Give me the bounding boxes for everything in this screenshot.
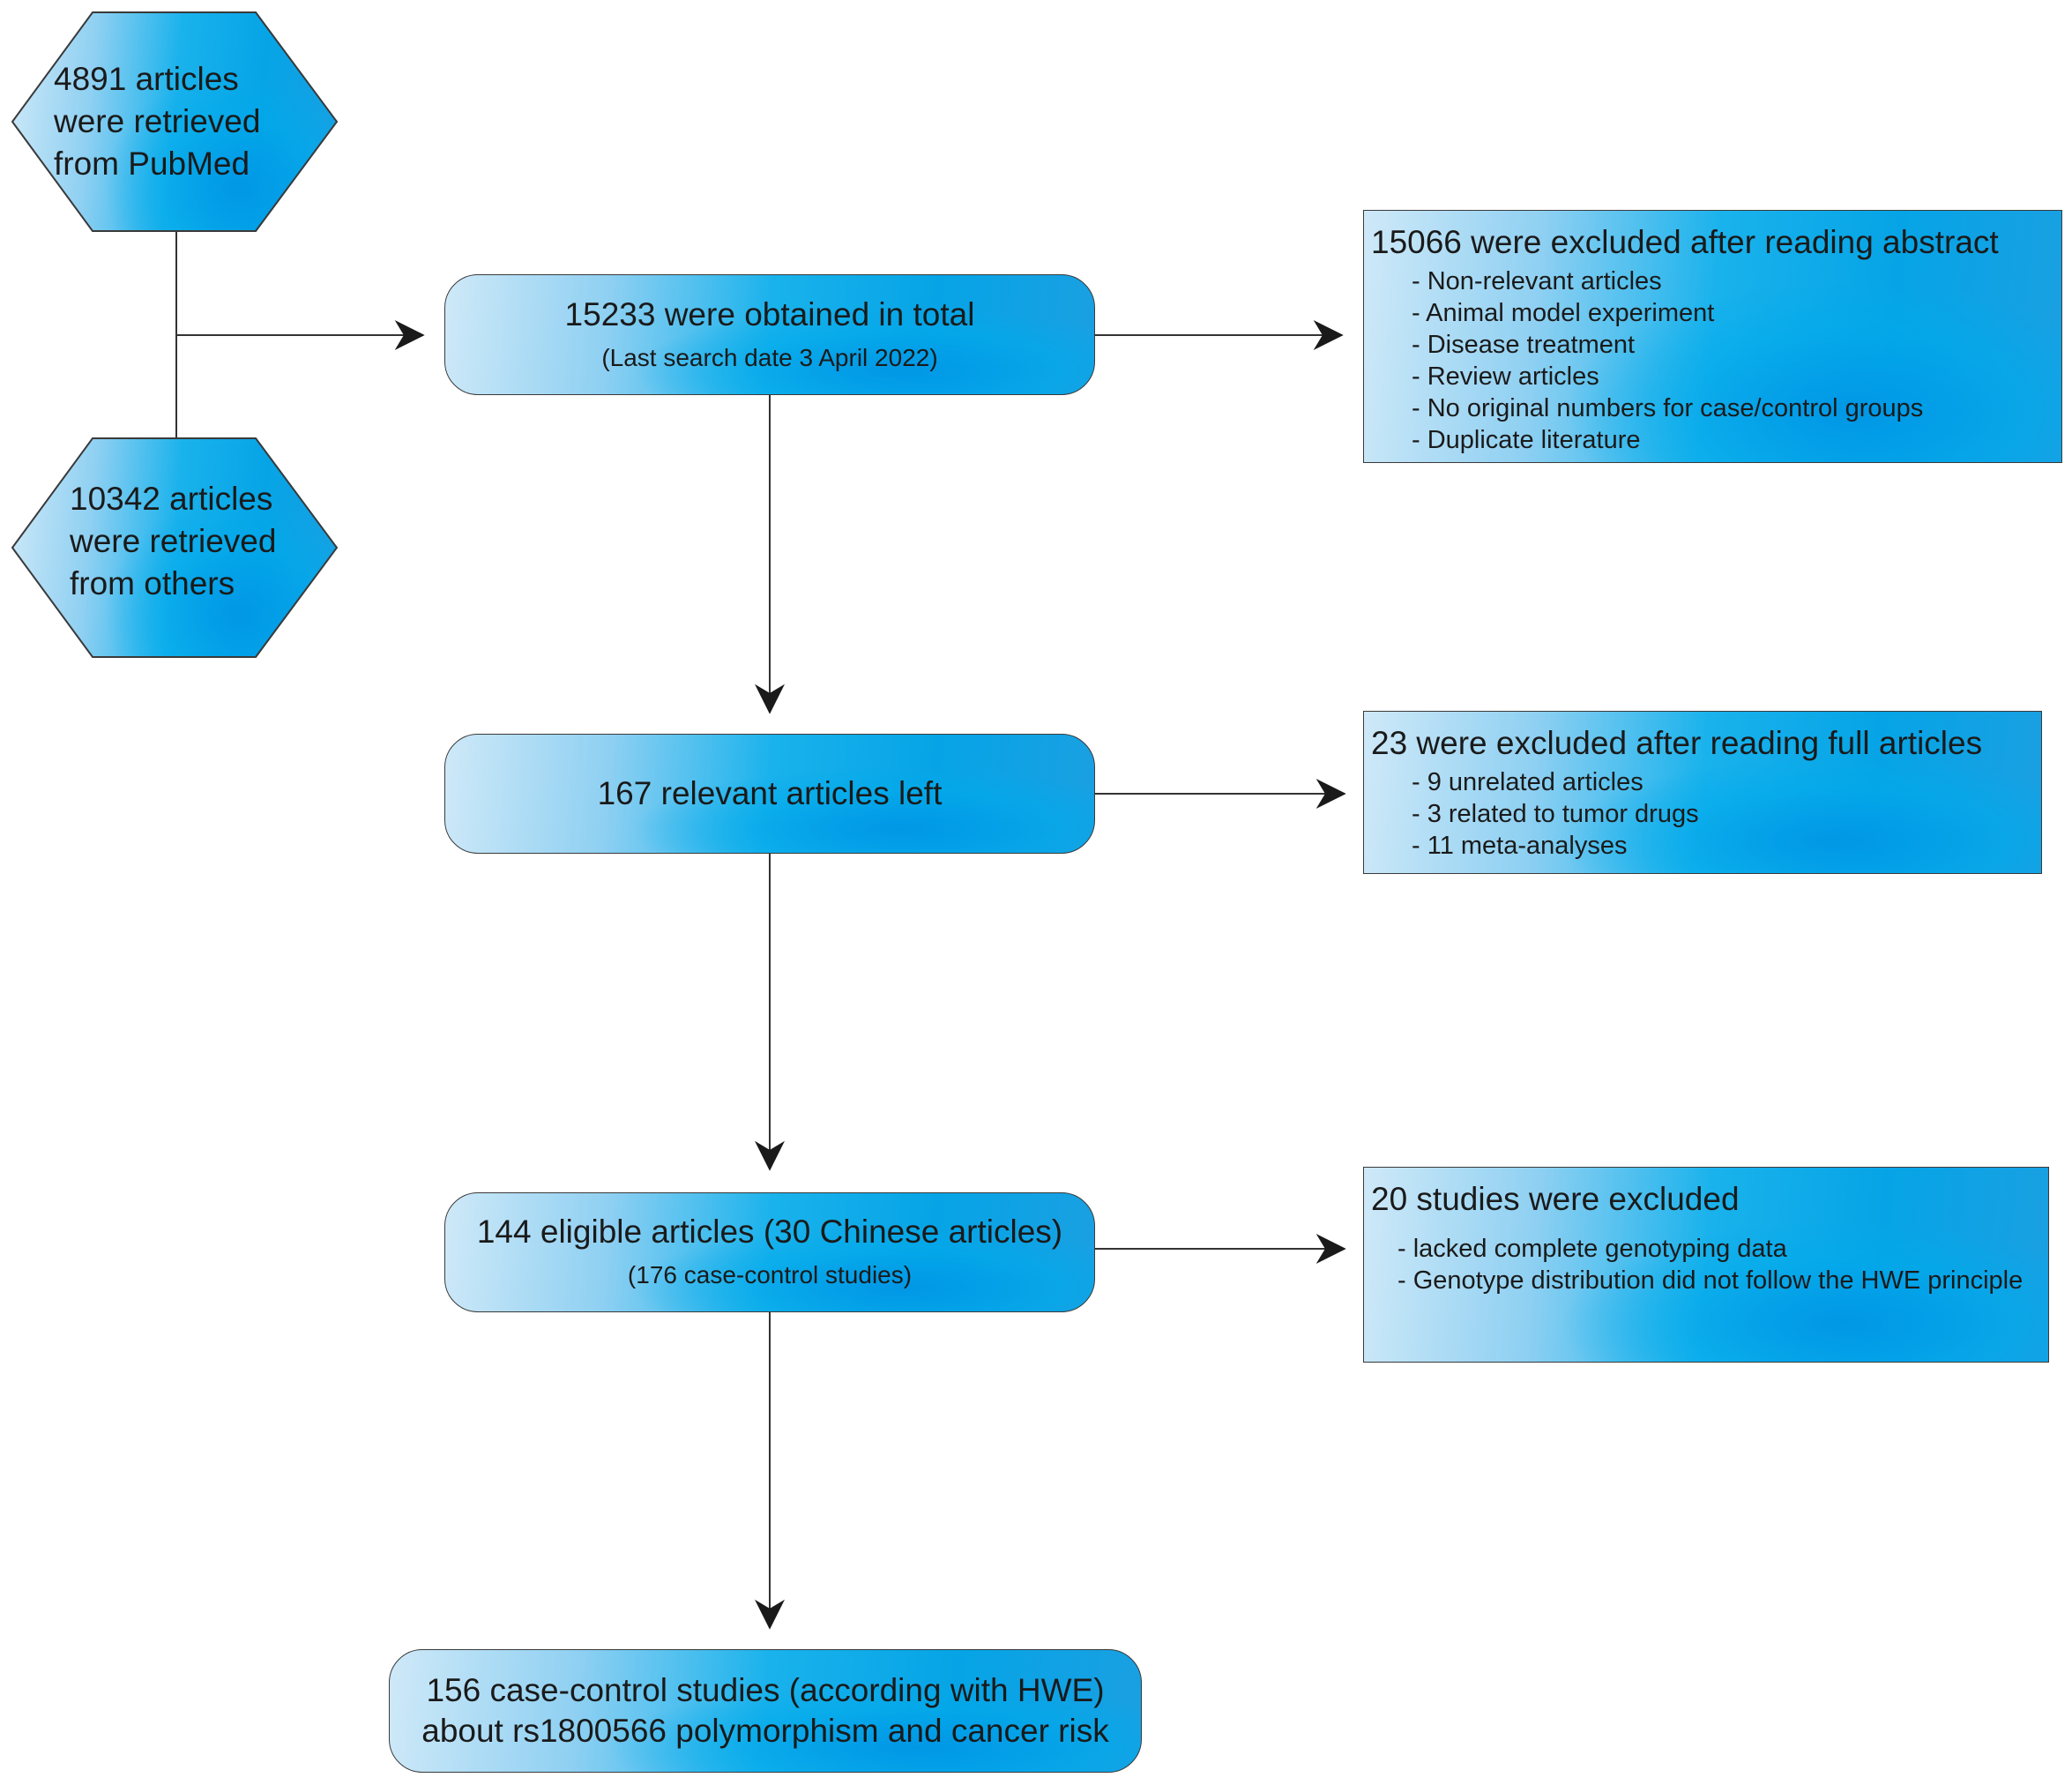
source-pubmed-outline [11,11,338,232]
flow-relevant-box: 167 relevant articles left [444,734,1095,854]
source-pubmed-line-2: were retrieved [54,103,261,139]
list-item: - Animal model experiment [1412,299,1715,327]
exclusion-fulltext-title: 23 were excluded after reading full arti… [1371,725,1983,761]
flow-total-main: 15233 were obtained in total [564,295,975,332]
source-others-line-2: were retrieved [70,523,277,559]
exclusion-abstract-title: 15066 were excluded after reading abstra… [1371,224,1999,260]
list-item: - Review articles [1412,362,1599,391]
exclusion-hwe-box: 20 studies were excluded - lacked comple… [1363,1167,2049,1363]
flow-final-line-2: about rs1800566 polymorphism and cancer … [421,1713,1109,1749]
flow-eligible-sub: (176 case-control studies) [627,1261,913,1288]
source-pubmed-line-1: 4891 articles [54,61,239,97]
list-item: - 3 related to tumor drugs [1412,800,1699,828]
exclusion-abstract-list: - Non-relevant articles - Animal model e… [1371,265,2061,456]
flow-final-line-1: 156 case-control studies (according with… [426,1672,1105,1708]
list-item: - Non-relevant articles [1412,267,1662,295]
list-item: - lacked complete genotyping data [1397,1235,1787,1263]
flow-eligible-main: 144 eligible articles (30 Chinese articl… [476,1214,1063,1250]
list-item: - 9 unrelated articles [1412,768,1643,796]
exclusion-hwe-list: - lacked complete genotyping data - Geno… [1371,1233,2048,1296]
source-others-line-3: from others [70,565,235,601]
source-pubmed-line-3: from PubMed [54,146,250,182]
list-item: - 11 meta-analyses [1412,832,1628,860]
flow-eligible-box: 144 eligible articles (30 Chinese articl… [444,1192,1095,1312]
flow-final-box: 156 case-control studies (according with… [389,1649,1142,1773]
exclusion-hwe-title: 20 studies were excluded [1371,1181,1740,1217]
list-item: - Genotype distribution did not follow t… [1397,1266,2024,1295]
flow-total-sub: (Last search date 3 April 2022) [601,343,938,371]
exclusion-fulltext-list: - 9 unrelated articles - 3 related to tu… [1371,766,2041,862]
source-others-line-1: 10342 articles [70,481,273,517]
source-others-text: 10342 articles were retrieved from other… [70,478,276,605]
source-pubmed-text: 4891 articles were retrieved from PubMed [54,58,260,185]
list-item: - Duplicate literature [1412,426,1641,454]
exclusion-abstract-box: 15066 were excluded after reading abstra… [1363,210,2062,463]
list-item: - No original numbers for case/control g… [1412,394,1924,422]
exclusion-fulltext-box: 23 were excluded after reading full arti… [1363,711,2042,874]
list-item: - Disease treatment [1412,331,1636,359]
flow-total-box: 15233 were obtained in total (Last searc… [444,274,1095,395]
source-others-outline [11,437,338,658]
flow-relevant-main: 167 relevant articles left [597,775,943,811]
